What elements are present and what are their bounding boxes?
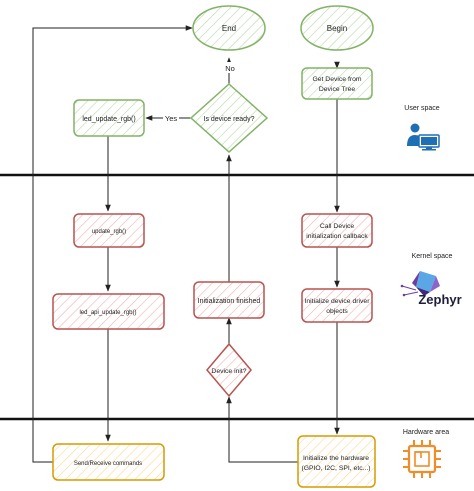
svg-text:Zephyr: Zephyr [418, 292, 461, 307]
chip-icon [403, 440, 441, 478]
zephyr-logo: Zephyr [400, 271, 462, 307]
begin-node: Begin [300, 5, 374, 51]
svg-text:Initialize device driver: Initialize device driver [305, 298, 371, 305]
user-computer-icon [407, 123, 440, 151]
get-device-node: Get Device from Device Tree [301, 67, 373, 100]
edge-label-no: No [225, 64, 235, 73]
svg-text:initialization callback: initialization callback [306, 233, 368, 240]
svg-text:update_rgb(): update_rgb() [92, 229, 126, 235]
svg-text:Send/Receive commands: Send/Receive commands [74, 461, 142, 467]
svg-text:led_update_rgb(): led_update_rgb() [82, 116, 135, 123]
svg-text:(GPIO, I2C, SPI, etc...): (GPIO, I2C, SPI, etc...) [301, 465, 370, 472]
end-node: End [192, 5, 266, 51]
svg-text:Begin: Begin [327, 24, 347, 33]
init-hardware-node: Initialize the hardware (GPIO, I2C, SPI,… [297, 435, 376, 488]
svg-text:Call Device: Call Device [320, 223, 355, 230]
edge-label-yes: Yes [165, 114, 177, 123]
svg-text:Initialization finished: Initialization finished [198, 298, 261, 305]
edge-inithw-deviceinit [226, 396, 298, 463]
init-finished-node: Initialization finished [193, 281, 265, 319]
send-receive-node: Send/Receive commands [52, 443, 165, 481]
svg-text:objects: objects [326, 308, 348, 315]
layer-label-hardware-area: Hardware area [403, 429, 449, 436]
device-init-decision: Device init? [206, 342, 252, 398]
layer-label-kernel-space: Kernel space [412, 253, 453, 260]
svg-text:Initialize the hardware: Initialize the hardware [303, 455, 369, 462]
edge-sendreceive-end [32, 25, 193, 463]
init-device-driver-node: Initialize device driver objects [301, 288, 373, 323]
led-api-update-rgb-node: led_api_update_rgb() [52, 293, 165, 330]
svg-text:Get Device from: Get Device from [312, 76, 361, 83]
device-ready-decision: Is device ready? [189, 82, 269, 154]
svg-text:Is device ready?: Is device ready? [204, 116, 255, 123]
layer-label-user-space: User space [404, 105, 440, 112]
svg-text:led_api_update_rgb(): led_api_update_rgb() [79, 310, 136, 316]
svg-text:End: End [222, 24, 236, 33]
svg-text:Device init?: Device init? [211, 368, 246, 375]
led-update-rgb-node: led_update_rgb() [73, 99, 145, 137]
call-device-init-node: Call Device initialization callback [301, 213, 373, 248]
svg-text:Device Tree: Device Tree [319, 86, 355, 93]
update-rgb-node: update_rgb() [73, 213, 145, 248]
